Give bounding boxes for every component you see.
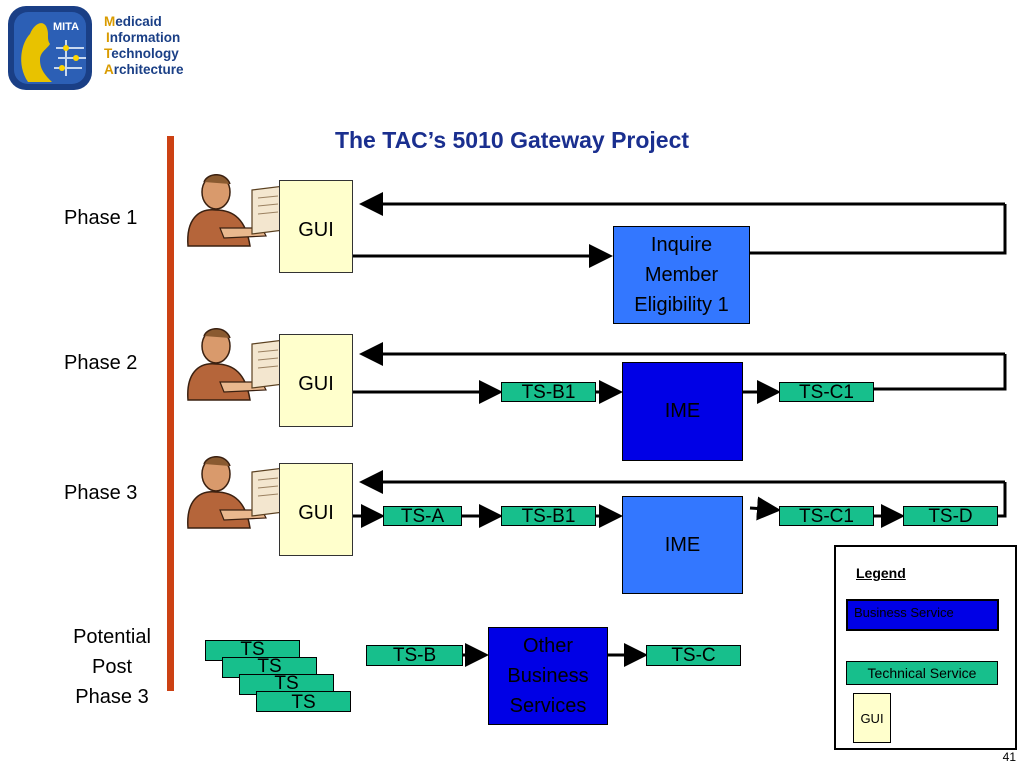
- phase-3-label: Phase 3: [64, 482, 138, 504]
- phase3-ts-a: TS-A: [383, 506, 462, 526]
- legend-title: Legend: [856, 565, 906, 581]
- service-label-line: Other: [522, 635, 574, 657]
- phase-label-line: Phase 3: [75, 686, 149, 708]
- logo-rest: nformation: [109, 30, 181, 45]
- diagram-title: The TAC’s 5010 Gateway Project: [334, 127, 690, 153]
- logo-rest: rchitecture: [113, 62, 184, 77]
- service-label-line: Inquire: [650, 234, 713, 256]
- user-at-computer-icon: [187, 328, 285, 401]
- logo-initial: A: [104, 62, 114, 77]
- phase2-ts-c1: TS-C1: [779, 382, 874, 402]
- phase2-ts-b1: TS-B1: [501, 382, 596, 402]
- legend-business-service: Business Service: [846, 599, 999, 631]
- phase-2-label: Phase 2: [64, 352, 138, 374]
- logo-badge-text: MITA: [53, 21, 79, 33]
- logo-initial: I: [106, 30, 110, 45]
- phase1-gui-box: GUI: [279, 180, 353, 273]
- legend-technical-service: Technical Service: [846, 661, 998, 685]
- phase3-ts-c1: TS-C1: [779, 506, 874, 526]
- user-at-computer-icon: [187, 456, 285, 529]
- logo-initial: M: [104, 14, 116, 29]
- phase3-ts-b1: TS-B1: [501, 506, 596, 526]
- phase2-ime-box: IME: [622, 362, 743, 461]
- user-at-computer-icon: [187, 174, 285, 247]
- logo-line-architecture: Architecture: [104, 62, 184, 78]
- phase3-ts-d: TS-D: [903, 506, 998, 526]
- service-label-line: Member: [644, 264, 719, 286]
- logo-initial: T: [104, 46, 112, 61]
- other-business-services-box: Other Business Services: [488, 627, 608, 725]
- phase3-ime-box: IME: [622, 496, 743, 594]
- logo-line-information: Information: [106, 30, 180, 46]
- phase-timeline-bar: [167, 136, 174, 691]
- mita-logo: MITA: [8, 6, 92, 90]
- potential-post-phase-3-label: Potential Post Phase 3: [60, 622, 164, 712]
- phase-label-line: Potential: [73, 626, 151, 648]
- phase3-line-ime-tsc1: [749, 496, 781, 521]
- service-label-line: Business: [507, 665, 589, 687]
- legend: Legend Business Service Technical Servic…: [834, 545, 1017, 750]
- phase2-gui-box: GUI: [279, 334, 353, 427]
- logo-rest: echnology: [111, 46, 179, 61]
- service-label-line: Eligibility 1: [634, 294, 729, 316]
- service-label-line: Services: [509, 695, 587, 717]
- logo-line-technology: Technology: [104, 46, 179, 62]
- post-ts-stack-3: TS: [239, 674, 334, 695]
- phase3-gui-box: GUI: [279, 463, 353, 556]
- post-ts-c: TS-C: [646, 645, 741, 666]
- page-number: 41: [1002, 750, 1016, 764]
- logo-line-medicaid: Medicaid: [104, 14, 162, 30]
- phase-1-label: Phase 1: [64, 207, 138, 229]
- legend-gui: GUI: [853, 693, 891, 743]
- logo-rest: edicaid: [115, 14, 162, 29]
- post-ts-stack-4: TS: [256, 691, 351, 712]
- inquire-member-eligibility-box: Inquire Member Eligibility 1: [613, 226, 750, 324]
- post-ts-b: TS-B: [366, 645, 463, 666]
- phase-label-line: Post: [91, 656, 133, 678]
